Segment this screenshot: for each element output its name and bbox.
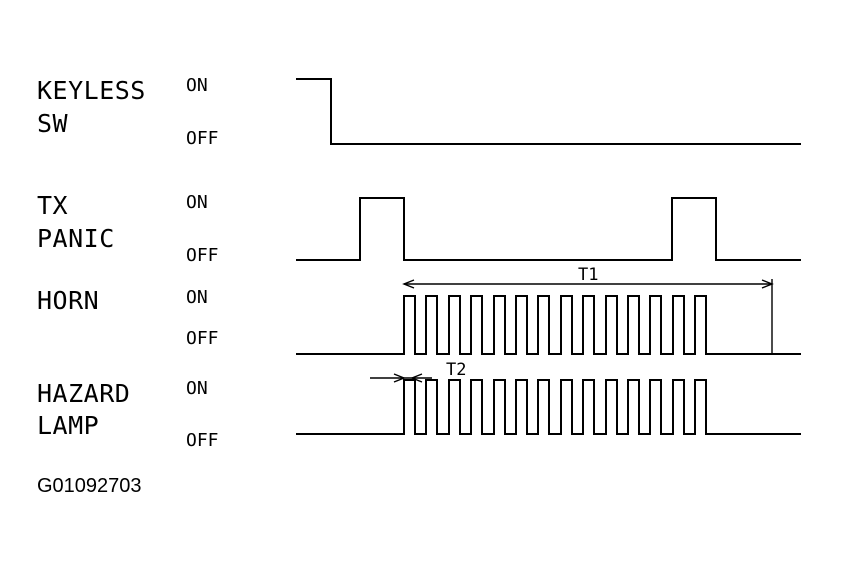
tx-panic-label-line2: PANIC xyxy=(37,224,115,253)
t2-arrow-left xyxy=(393,373,406,383)
figure-id: G01092703 xyxy=(37,475,142,497)
horn-on-label: ON xyxy=(186,287,208,308)
keyless-sw-label-line1: KEYLESS xyxy=(37,76,146,105)
t1-arrow-left xyxy=(402,279,415,289)
tx-panic-label-line1: TX xyxy=(37,191,68,220)
signal-row-tx-panic: TX PANIC ON OFF xyxy=(37,191,801,266)
signal-row-horn: HORN ON OFF T1 xyxy=(37,265,801,355)
keyless-sw-waveform xyxy=(296,78,801,145)
tx-panic-waveform xyxy=(296,197,801,261)
t1-label: T1 xyxy=(578,265,598,285)
horn-waveform xyxy=(296,295,801,355)
keyless-sw-off-label: OFF xyxy=(186,128,219,149)
keyless-sw-label-line2: SW xyxy=(37,109,69,138)
horn-off-label: OFF xyxy=(186,328,219,349)
t2-arrow-right xyxy=(410,373,423,383)
hazard-lamp-on-label: ON xyxy=(186,378,208,399)
keyless-sw-on-label: ON xyxy=(186,75,208,96)
signal-row-hazard-lamp: HAZARD LAMP ON OFF T2 xyxy=(37,360,801,451)
horn-label: HORN xyxy=(37,286,99,315)
hazard-lamp-waveform xyxy=(296,379,801,435)
t2-label: T2 xyxy=(446,360,466,380)
tx-panic-on-label: ON xyxy=(186,192,208,213)
signal-row-keyless-sw: KEYLESS SW ON OFF xyxy=(37,75,801,149)
hazard-lamp-off-label: OFF xyxy=(186,430,219,451)
tx-panic-off-label: OFF xyxy=(186,245,219,266)
hazard-lamp-label-line2: LAMP xyxy=(37,411,99,440)
hazard-lamp-label-line1: HAZARD xyxy=(37,379,130,408)
